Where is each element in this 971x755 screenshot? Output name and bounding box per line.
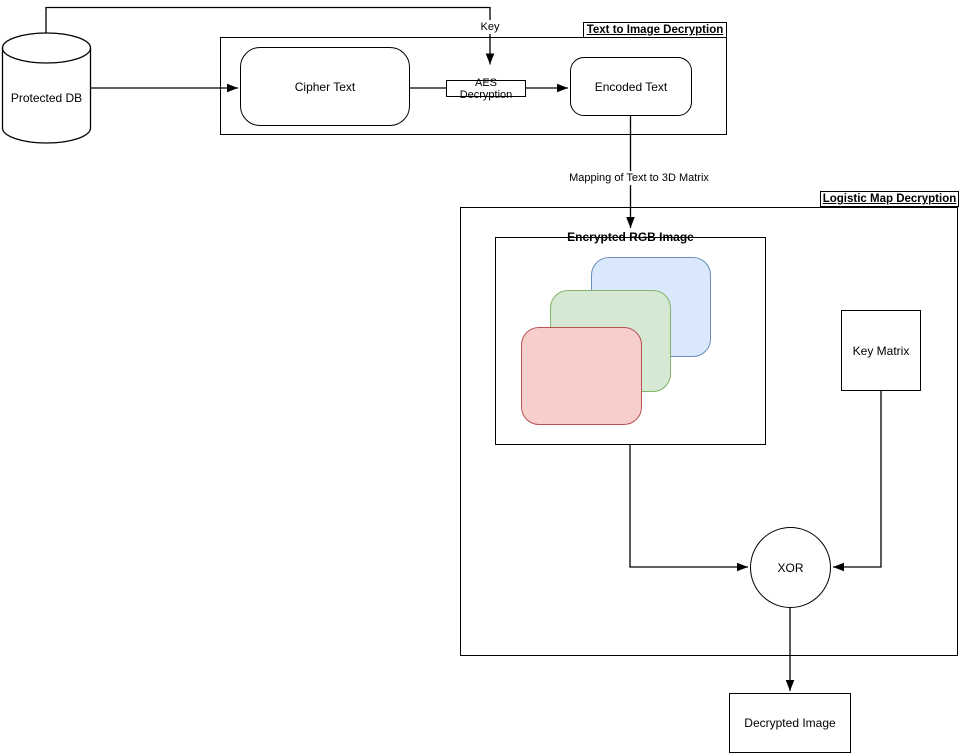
group-logistic-map-decryption: [460, 207, 958, 656]
database-cylinder-shape: [1, 32, 92, 144]
encoded-text-node: Encoded Text: [570, 57, 692, 116]
cipher-text-node: Cipher Text: [240, 47, 410, 126]
group-title-logistic-map-decryption: Logistic Map Decryption: [820, 191, 959, 207]
aes-decryption-node: AES Decryption: [446, 77, 526, 101]
group-title-text-to-image-decryption: Text to Image Decryption: [583, 22, 727, 38]
protected-db-node-label: Protected DB: [10, 91, 83, 105]
xor-node: XOR: [750, 527, 831, 608]
mapping-edge-label: Mapping of Text to 3D Matrix: [563, 171, 715, 185]
edge-db-to-key: [45, 6, 495, 65]
encrypted-rgb-image-title: Encrypted RGB Image: [567, 230, 694, 244]
edge-rgb-image-to-xor: [629, 445, 748, 572]
edge-key-matrix-to-xor: [833, 391, 882, 572]
group-text-to-image-decryption: [220, 37, 727, 135]
key-edge-label: Key: [468, 20, 512, 34]
decrypted-image-node: Decrypted Image: [729, 693, 851, 753]
key-matrix-node: Key Matrix: [841, 310, 921, 391]
rgb-layer-red: [521, 327, 642, 425]
